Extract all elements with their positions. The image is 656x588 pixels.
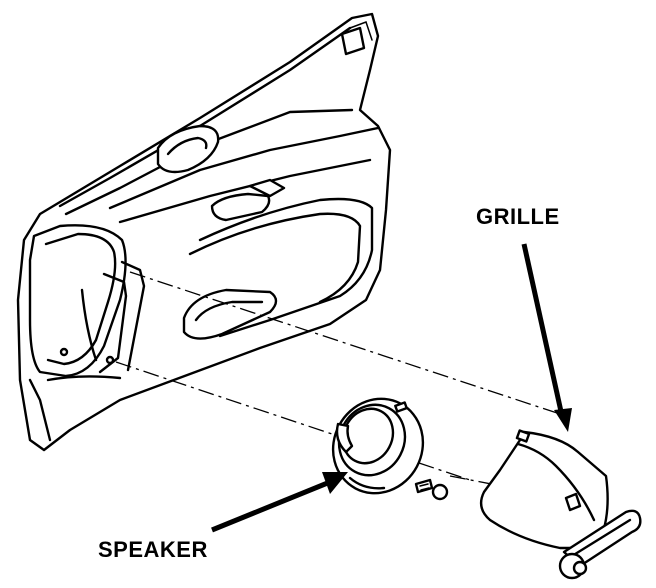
speaker [331, 397, 425, 495]
lock-knob-bezel [340, 26, 366, 56]
speaker-opening [28, 224, 127, 378]
screw [414, 478, 449, 501]
pull-cup [210, 192, 271, 222]
door-trim-panel [16, 12, 392, 452]
speaker-arrow-head [322, 472, 348, 494]
speaker-label: SPEAKER [98, 537, 208, 562]
grille-arrow-head [554, 408, 572, 432]
grille [479, 429, 609, 550]
window-handle [558, 509, 642, 580]
grille-label: GRILLE [476, 204, 560, 229]
leader-arrows [211, 243, 572, 533]
inside-handle-recess [156, 124, 220, 174]
